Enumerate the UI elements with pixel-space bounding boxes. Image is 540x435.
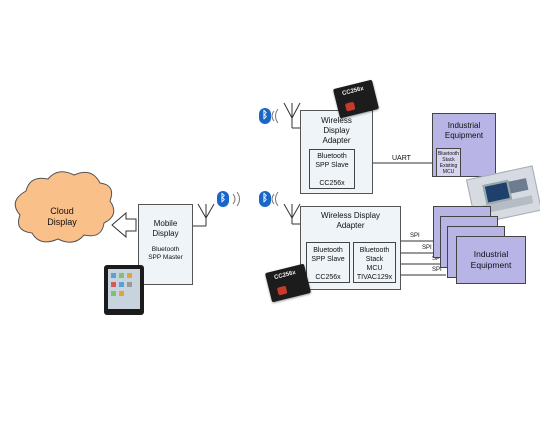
bluetooth-icon: ᛒ: [259, 108, 271, 124]
radio-waves: [232, 108, 279, 207]
bluetooth-icon: ᛒ: [217, 191, 229, 207]
chip-label: CC256x: [341, 85, 365, 98]
bluetooth-icon: ᛒ: [259, 191, 271, 207]
ti-logo-icon: [276, 285, 288, 296]
spi-label: SPI: [410, 233, 420, 239]
industrial-equipment-top-title: Industrial Equipment: [444, 121, 484, 140]
cloud-label: Cloud Display: [47, 206, 77, 227]
tablet-icon: [104, 265, 144, 315]
cloud-shape: [14, 171, 115, 243]
antenna-icon: [283, 203, 301, 225]
mobile-display-title: Mobile Display: [152, 219, 179, 238]
chip-label: CC256x: [273, 269, 297, 282]
bluetooth-module-bottom-left: Bluetooth SPP Slave CC256x: [306, 242, 350, 283]
industrial-equipment-top: Industrial Equipment Bluetooth Stack Exi…: [432, 113, 496, 177]
wireless-adapter-bottom-title: Wireless Display Adapter: [320, 211, 381, 230]
wireless-adapter-bottom: Wireless Display Adapter Bluetooth SPP S…: [300, 206, 401, 290]
bluetooth-module-top: Bluetooth SPP Slave CC256x: [309, 149, 355, 189]
spi-label: SPI: [432, 256, 442, 262]
mobile-display-box: Mobile Display Bluetooth SPP Master: [138, 204, 193, 285]
antenna-icon: [193, 203, 215, 227]
spi-label: SPI: [422, 245, 432, 251]
wireless-adapter-top: Wireless Display Adapter Bluetooth SPP S…: [300, 110, 373, 194]
industrial-equipment-bottom-title: Industrial Equipment: [470, 249, 512, 270]
mobile-display-sub: Bluetooth SPP Master: [148, 246, 183, 261]
industrial-equipment-bottom: Industrial Equipment: [456, 236, 526, 284]
spi-label: SPI: [432, 267, 442, 273]
uart-label: UART: [392, 155, 411, 162]
antenna-icon: [283, 102, 301, 129]
bluetooth-module-bottom-right: Bluetooth Stack MCU TIVAC129x: [353, 242, 396, 283]
bluetooth-stack-existing-mcu: Bluetooth Stack Existing MCU: [436, 148, 461, 177]
wireless-adapter-top-title: Wireless Display Adapter: [321, 116, 352, 145]
ti-logo-icon: [344, 101, 356, 112]
arrow-left-icon: [111, 211, 137, 239]
